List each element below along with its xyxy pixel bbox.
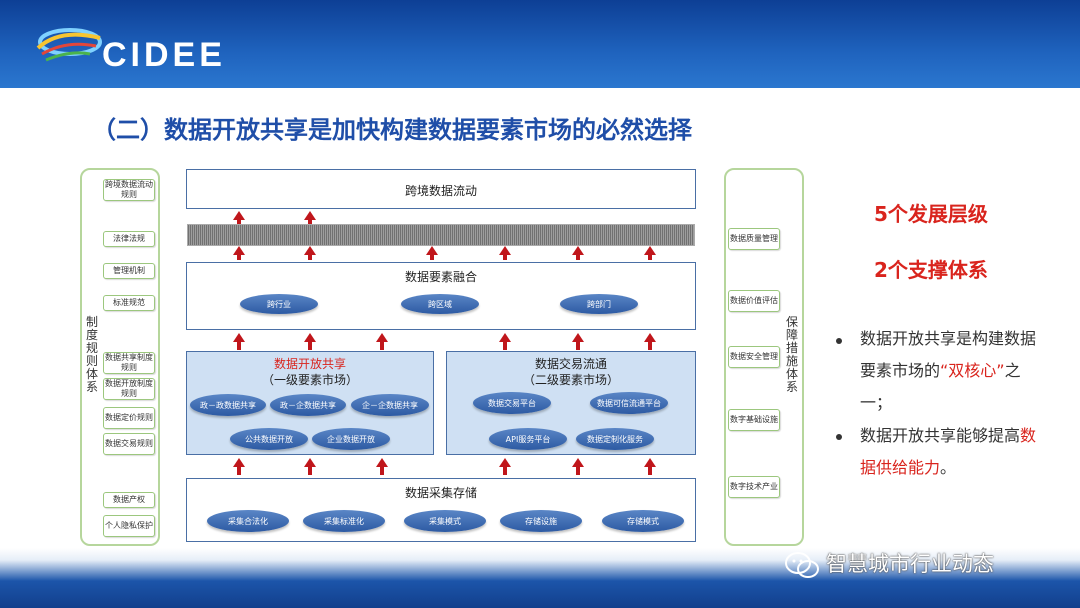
- panel-trade-title: 数据交易流通: [534, 357, 607, 371]
- left-tag: 数据产权: [103, 492, 155, 508]
- panel-trade-subtitle: （二级要素市场）: [522, 373, 619, 387]
- collect-oval: 采集模式: [404, 510, 486, 532]
- logo-swoosh-icon: [36, 28, 102, 62]
- bullet-1: 数据开放共享是构建数据要素市场的“双核心”之一；: [860, 323, 1040, 419]
- trade-oval: API服务平台: [489, 428, 567, 450]
- layer-collect-title: 数据采集存储: [404, 486, 477, 500]
- headline-systems: 2个支撑体系: [874, 258, 988, 282]
- left-tag: 数据共享制度规则: [103, 352, 155, 374]
- layer-cross-border: 跨境数据流动: [186, 169, 696, 209]
- open-share-oval: 政－企数据共享: [270, 394, 346, 416]
- left-tag: 管理机制: [103, 263, 155, 279]
- left-tag: 数据交易规则: [103, 433, 155, 455]
- left-tag: 标准规范: [103, 295, 155, 311]
- fusion-oval: 跨部门: [560, 294, 638, 314]
- left-tag: 个人隐私保护: [103, 515, 155, 537]
- bullet-2-text: 数据开放共享能够提高: [860, 426, 1021, 445]
- bullet-2-highlight: 数据供给能力: [860, 426, 1037, 477]
- layer-cross-border-title: 跨境数据流动: [404, 184, 477, 198]
- watermark-text: 智慧城市行业动态: [826, 552, 994, 576]
- bullet-1-highlight: “双核心”: [940, 361, 1005, 380]
- left-tag: 数据开放制度规则: [103, 378, 155, 400]
- collect-oval: 采集合法化: [207, 510, 289, 532]
- collect-oval: 存储模式: [602, 510, 684, 532]
- fusion-oval: 跨行业: [240, 294, 318, 314]
- right-frame-label: 保障措施体系: [785, 315, 798, 394]
- trade-oval: 数据定制化服务: [576, 428, 654, 450]
- logo-text: CIDEE: [102, 36, 226, 74]
- bullet-2: 数据开放共享能够提高数据供给能力。: [860, 420, 1040, 484]
- data-barrier-band: [187, 224, 695, 246]
- panel-open-share-title: 数据开放共享: [273, 357, 346, 371]
- headline-levels: 5个发展层级: [874, 202, 988, 226]
- bullet-1-text: 数据开放共享是构建数据要素市场的: [860, 329, 1037, 380]
- left-tag: 跨境数据流动规则: [103, 179, 155, 201]
- page-title: （二）数据开放共享是加快构建数据要素市场的必然选择: [92, 116, 692, 144]
- panel-open-share-subtitle: （一级要素市场）: [261, 373, 358, 387]
- right-tag: 数据价值评估: [728, 290, 780, 312]
- right-tag: 数字技术产业: [728, 476, 780, 498]
- open-share-oval: 公共数据开放: [230, 428, 308, 450]
- left-tag: 法律法规: [103, 231, 155, 247]
- trade-oval: 数据可信流通平台: [590, 392, 668, 414]
- layer-fusion-title: 数据要素融合: [404, 270, 477, 284]
- fusion-oval: 跨区域: [401, 294, 479, 314]
- left-tag: 数据定价规则: [103, 407, 155, 429]
- bullet-dot: [836, 434, 842, 440]
- left-frame-label: 制度规则体系: [85, 315, 98, 394]
- trade-oval: 数据交易平台: [473, 392, 551, 414]
- open-share-oval: 企－企数据共享: [351, 394, 429, 416]
- footer-band: [0, 548, 1080, 608]
- open-share-oval: 企业数据开放: [312, 428, 390, 450]
- collect-oval: 采集标准化: [303, 510, 385, 532]
- collect-oval: 存储设施: [500, 510, 582, 532]
- right-tag: 数据安全管理: [728, 346, 780, 368]
- right-tag: 数字基础设施: [728, 409, 780, 431]
- header-bar: [0, 0, 1080, 88]
- right-tag: 数据质量管理: [728, 228, 780, 250]
- bullet-1-tail: 之一；: [860, 361, 1021, 412]
- open-share-oval: 政－政数据共享: [190, 394, 266, 416]
- wechat-icon: [785, 552, 819, 578]
- bullet-dot: [836, 338, 842, 344]
- bullet-2-tail: 。: [940, 458, 957, 477]
